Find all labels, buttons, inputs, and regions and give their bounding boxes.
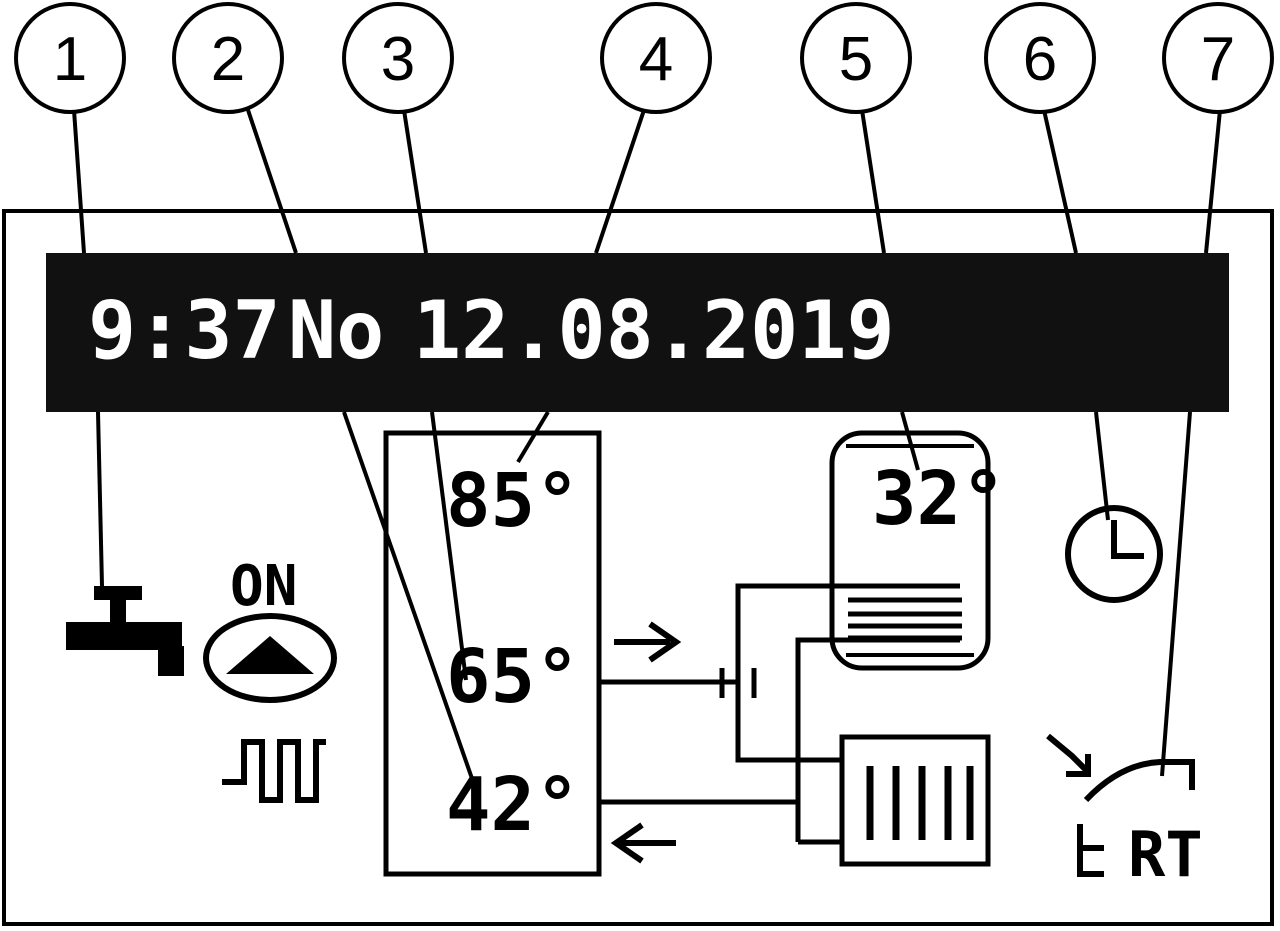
burner-flame-icon <box>203 613 337 703</box>
burner-status: ON <box>230 554 297 619</box>
tank-temp: 32° <box>872 456 1006 542</box>
status-bar <box>46 253 1229 412</box>
boiler-box <box>383 430 602 877</box>
status-day: No <box>288 284 384 377</box>
callout-leaders <box>72 109 1222 791</box>
heating-wave-icon <box>222 739 326 803</box>
remote-label: RT <box>1128 818 1203 891</box>
flow-arrow-icon <box>614 621 682 663</box>
supply-pipe <box>599 583 960 763</box>
callout-5: 5 <box>800 2 912 114</box>
callout-7: 7 <box>1162 2 1274 114</box>
return-arrow-icon <box>610 822 676 864</box>
callout-label-4: 4 <box>639 25 673 94</box>
callout-label-3: 3 <box>381 25 415 94</box>
mixing-valve-icon <box>719 668 757 698</box>
status-date: 12.08.2019 <box>413 284 895 377</box>
callout-3: 3 <box>342 2 454 114</box>
status-time: 9:37 <box>88 284 281 377</box>
boiler-top-temp: 85° <box>446 458 580 544</box>
boiler-bottom-temp: 42° <box>446 762 580 848</box>
callout-label-1: 1 <box>53 25 87 94</box>
clock-icon <box>1065 505 1163 603</box>
callout-label-7: 7 <box>1201 25 1235 94</box>
callout-label-5: 5 <box>839 25 873 94</box>
callout-6: 6 <box>984 2 1096 114</box>
radiator-icon <box>839 734 991 867</box>
remote-thermostat-icon <box>1046 733 1195 877</box>
boiler-mid-temp: 65° <box>446 634 580 720</box>
tap-icon <box>66 586 184 676</box>
callout-4: 4 <box>600 2 712 114</box>
display-frame <box>2 209 1274 926</box>
tank-coil <box>848 597 962 641</box>
callout-1: 1 <box>14 2 126 114</box>
callout-label-6: 6 <box>1023 25 1057 94</box>
callout-2: 2 <box>172 2 284 114</box>
hot-water-tank <box>829 430 991 671</box>
callout-label-2: 2 <box>211 25 245 94</box>
